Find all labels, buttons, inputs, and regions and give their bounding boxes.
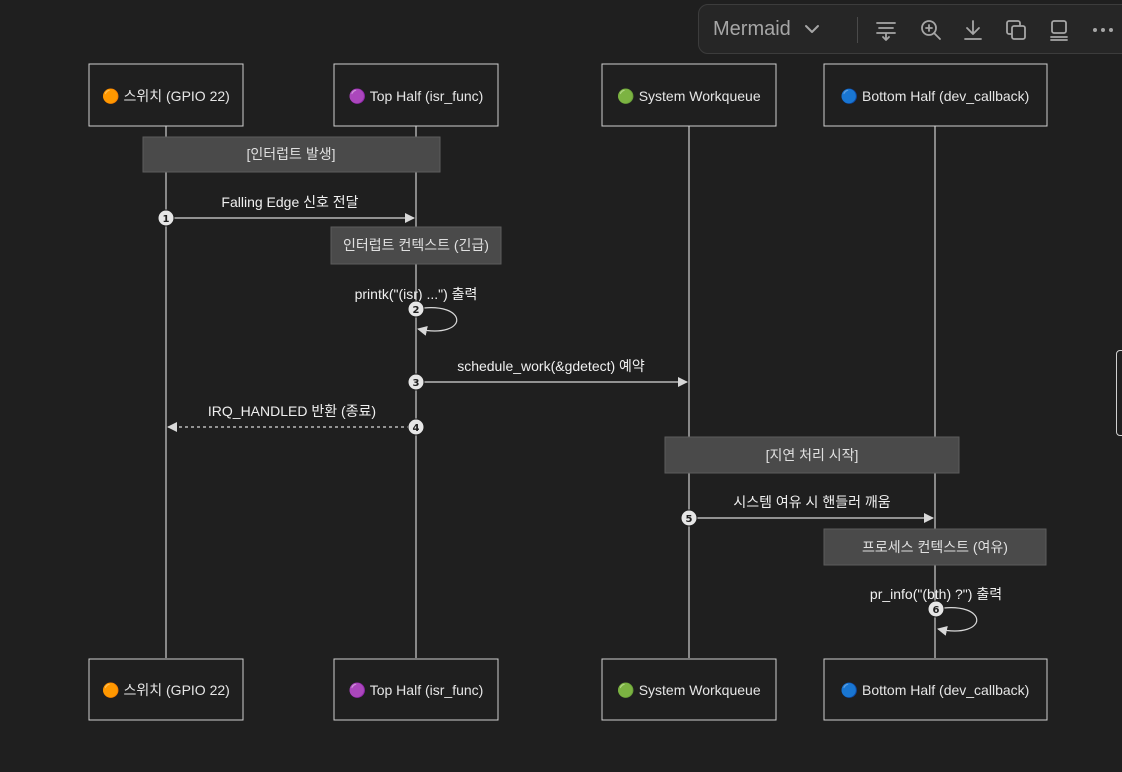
more-icon — [1093, 28, 1113, 32]
sequence-number: 2 — [413, 305, 420, 316]
download-icon — [964, 20, 982, 40]
sequence-number: 1 — [163, 214, 170, 225]
renderer-select[interactable]: Mermaid — [713, 5, 821, 53]
format-icon — [876, 22, 896, 41]
layout-icon — [1050, 20, 1068, 41]
participant-label: 🟢 System Workqueue — [617, 88, 760, 105]
zoom-in-icon — [921, 20, 941, 40]
more-button[interactable] — [1090, 17, 1116, 43]
participant-bottom-half-bottom: 🔵 Bottom Half (dev_callback) — [823, 658, 1048, 721]
note-deferred-start: [지연 처리 시작] — [664, 436, 960, 474]
copy-icon — [1006, 20, 1026, 40]
chevron-down-icon — [804, 25, 819, 33]
participant-label: 🔵 Bottom Half (dev_callback) — [841, 682, 1030, 699]
participant-label: 🟢 System Workqueue — [617, 682, 760, 699]
sequence-number: 4 — [413, 423, 420, 434]
participant-bottom-half-top: 🔵 Bottom Half (dev_callback) — [823, 63, 1048, 127]
toolbar-divider — [857, 17, 858, 43]
download-button[interactable] — [960, 17, 986, 43]
zoom-in-button[interactable] — [918, 17, 944, 43]
note-interrupt-context: 인터럽트 컨텍스트 (긴급) — [330, 226, 502, 265]
participant-top-half-top: 🟣 Top Half (isr_func) — [333, 63, 499, 127]
sequence-number: 3 — [413, 378, 420, 389]
message-label: IRQ_HANDLED 반환 (종료) — [208, 403, 376, 419]
participant-workqueue-bottom: 🟢 System Workqueue — [601, 658, 777, 721]
participant-workqueue-top: 🟢 System Workqueue — [601, 63, 777, 127]
note-interrupt-occurred: [인터럽트 발생] — [142, 136, 441, 173]
note-text: [인터럽트 발생] — [247, 146, 336, 162]
participant-label: 🟣 Top Half (isr_func) — [349, 682, 484, 699]
message-5: 시스템 여유 시 핸들러 깨움 5 — [680, 494, 934, 527]
sequence-number: 6 — [933, 605, 940, 616]
participant-label: 🟣 Top Half (isr_func) — [349, 88, 484, 105]
participant-label: 🟠 스위치 (GPIO 22) — [102, 88, 230, 105]
note-text: 프로세스 컨텍스트 (여유) — [862, 539, 1008, 555]
message-label: printk("(isr) ...") 출력 — [355, 286, 478, 302]
note-process-context: 프로세스 컨텍스트 (여유) — [823, 528, 1047, 566]
participant-switch-bottom: 🟠 스위치 (GPIO 22) — [88, 658, 244, 721]
sequence-number: 5 — [686, 514, 693, 525]
renderer-label: Mermaid — [713, 17, 791, 40]
message-label: Falling Edge 신호 전달 — [221, 194, 358, 210]
note-text: 인터럽트 컨텍스트 (긴급) — [343, 237, 489, 253]
participant-label: 🔵 Bottom Half (dev_callback) — [841, 88, 1030, 105]
participant-label: 🟠 스위치 (GPIO 22) — [102, 682, 230, 699]
message-label: schedule_work(&gdetect) 예약 — [457, 358, 645, 374]
participant-top-half-bottom: 🟣 Top Half (isr_func) — [333, 658, 499, 721]
side-panel-handle[interactable] — [1116, 350, 1122, 436]
message-label: 시스템 여유 시 핸들러 깨움 — [733, 494, 890, 510]
message-1: Falling Edge 신호 전달 1 — [157, 194, 415, 227]
copy-button[interactable] — [1003, 17, 1029, 43]
format-button[interactable] — [873, 17, 899, 43]
message-6: pr_info("(bth) ?") 출력 6 — [870, 586, 1002, 636]
note-text: [지연 처리 시작] — [766, 447, 859, 463]
message-3: schedule_work(&gdetect) 예약 3 — [407, 358, 688, 391]
participant-switch-top: 🟠 스위치 (GPIO 22) — [88, 63, 244, 127]
diagram-toolbar: Mermaid — [698, 4, 1122, 54]
message-4: IRQ_HANDLED 반환 (종료) 4 — [167, 403, 425, 436]
message-label: pr_info("(bth) ?") 출력 — [870, 586, 1002, 602]
layout-button[interactable] — [1046, 17, 1072, 43]
message-2: printk("(isr) ...") 출력 2 — [355, 286, 478, 336]
